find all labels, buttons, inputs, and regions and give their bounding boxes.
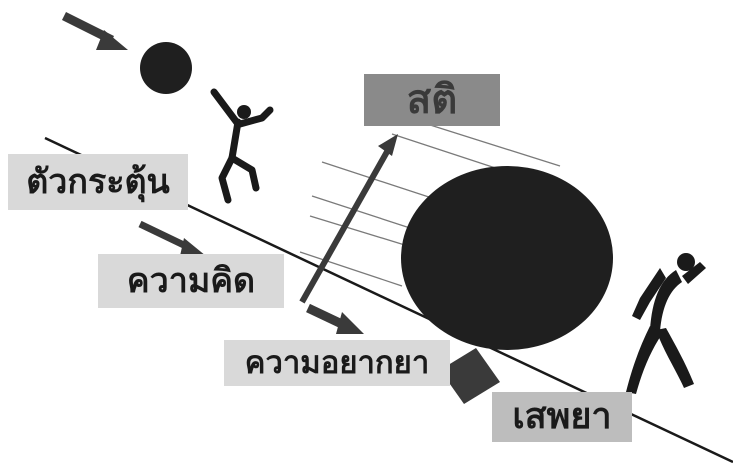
drug-use-label: เสพยา [492,392,632,442]
large-boulder-icon [401,166,613,350]
craving-label: ความอยากยา [224,340,450,386]
stimulus-label: ตัวกระตุ้น [8,154,188,210]
small-ball-icon [140,42,192,94]
thought-label: ความคิด [98,254,284,308]
stimulus-to-thought-arrow [140,224,206,256]
entry-arrow [64,16,128,50]
thought-to-craving-arrow [308,308,364,334]
running-figure-icon [214,92,270,200]
sati-label: สติ [364,74,500,126]
pushing-figure-icon [626,253,706,394]
